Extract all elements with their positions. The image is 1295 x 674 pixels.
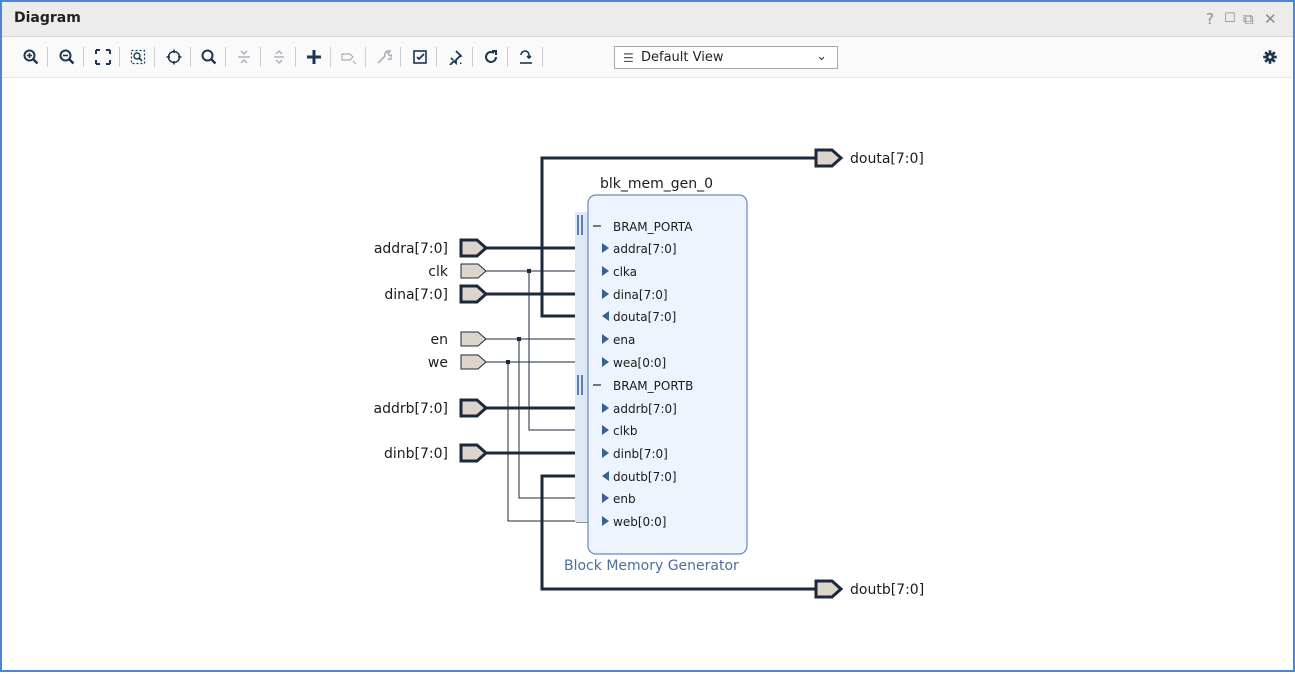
port-addrb-glyph: [459, 398, 489, 418]
port-addra-glyph: [459, 238, 489, 258]
pin-clkb: clkb: [613, 424, 638, 438]
toolbar: ☰ Default View ⌄: [2, 37, 1293, 78]
pin-arrows: [602, 243, 609, 526]
help-icon[interactable]: ?: [1206, 10, 1214, 28]
refresh-icon[interactable]: [479, 45, 503, 69]
pin-dina: dina[7:0]: [613, 288, 668, 302]
port-dina-glyph: [459, 284, 489, 304]
validate-icon[interactable]: [408, 45, 432, 69]
interface-dashes: [593, 225, 601, 386]
port-doutb[interactable]: doutb[7:0]: [850, 582, 924, 598]
interface-bar: [575, 212, 588, 522]
output-ports: [814, 148, 844, 599]
port-addra[interactable]: addra[7:0]: [374, 241, 448, 257]
regenerate-layout-icon[interactable]: [514, 45, 538, 69]
window-title: Diagram: [14, 10, 81, 26]
pin-addra: addra[7:0]: [613, 242, 677, 256]
add-port-icon[interactable]: [337, 45, 361, 69]
diagram-canvas[interactable]: blk_mem_gen_0 Block Memory Generator BRA…: [2, 78, 1293, 670]
search-icon[interactable]: [197, 45, 221, 69]
port-dinb[interactable]: dinb[7:0]: [384, 446, 448, 462]
bit-input-ports: [460, 263, 487, 370]
float-icon[interactable]: ⧉: [1243, 10, 1254, 28]
title-bar: Diagram ? ☐ ⧉ ✕: [2, 2, 1293, 37]
port-dinb-glyph: [459, 443, 489, 463]
view-select-value: Default View: [641, 50, 724, 65]
view-select[interactable]: ☰ Default View ⌄: [614, 46, 838, 69]
zoom-area-icon[interactable]: [126, 45, 150, 69]
pin-dinb: dinb[7:0]: [613, 447, 668, 461]
properties-icon[interactable]: [372, 45, 396, 69]
net-junctions: [506, 269, 531, 364]
port-addrb[interactable]: addrb[7:0]: [374, 401, 448, 417]
pin-enb: enb: [613, 492, 636, 506]
view-list-icon: ☰: [623, 51, 634, 65]
add-ip-icon[interactable]: [302, 45, 326, 69]
pin-wea: wea[0:0]: [613, 356, 666, 370]
bus-nets: [486, 156, 816, 591]
pin-addrb: addrb[7:0]: [613, 402, 677, 416]
port-we[interactable]: we: [428, 355, 448, 371]
pin-doutb: doutb[7:0]: [613, 470, 677, 484]
port-douta-glyph: [814, 148, 844, 168]
port-clk[interactable]: clk: [428, 264, 449, 280]
zoom-out-icon[interactable]: [55, 45, 79, 69]
pin-icon[interactable]: [443, 45, 467, 69]
pin-douta: douta[7:0]: [613, 310, 676, 324]
port-dina[interactable]: dina[7:0]: [384, 287, 448, 303]
zoom-in-icon[interactable]: [19, 45, 43, 69]
interface-markers: [577, 215, 583, 395]
settings-icon[interactable]: [1258, 45, 1282, 69]
ip-block[interactable]: [587, 194, 748, 555]
block-instance-name: blk_mem_gen_0: [600, 176, 713, 192]
block-ip-name: Block Memory Generator: [564, 558, 739, 574]
fit-icon[interactable]: [91, 45, 115, 69]
pin-clka: clka: [613, 265, 637, 279]
pin-ena: ena: [613, 333, 635, 347]
interface-bram-portb: BRAM_PORTB: [613, 379, 693, 393]
port-douta[interactable]: douta[7:0]: [850, 151, 924, 167]
thin-nets: [486, 270, 580, 522]
port-we-glyph: [460, 354, 487, 370]
interface-bram-porta: BRAM_PORTA: [613, 220, 693, 234]
port-en[interactable]: en: [431, 332, 449, 348]
port-doutb-glyph: [814, 579, 844, 599]
chevron-down-icon: ⌄: [816, 49, 827, 64]
collapse-all-icon[interactable]: [232, 45, 256, 69]
auto-fit-icon[interactable]: [162, 45, 186, 69]
close-icon[interactable]: ✕: [1264, 10, 1277, 28]
expand-all-icon[interactable]: [267, 45, 291, 69]
port-en-glyph: [460, 331, 487, 347]
maximize-icon[interactable]: ☐: [1224, 11, 1236, 26]
bus-input-ports: [459, 238, 489, 463]
port-clk-glyph: [460, 263, 487, 279]
pin-web: web[0:0]: [613, 515, 667, 529]
